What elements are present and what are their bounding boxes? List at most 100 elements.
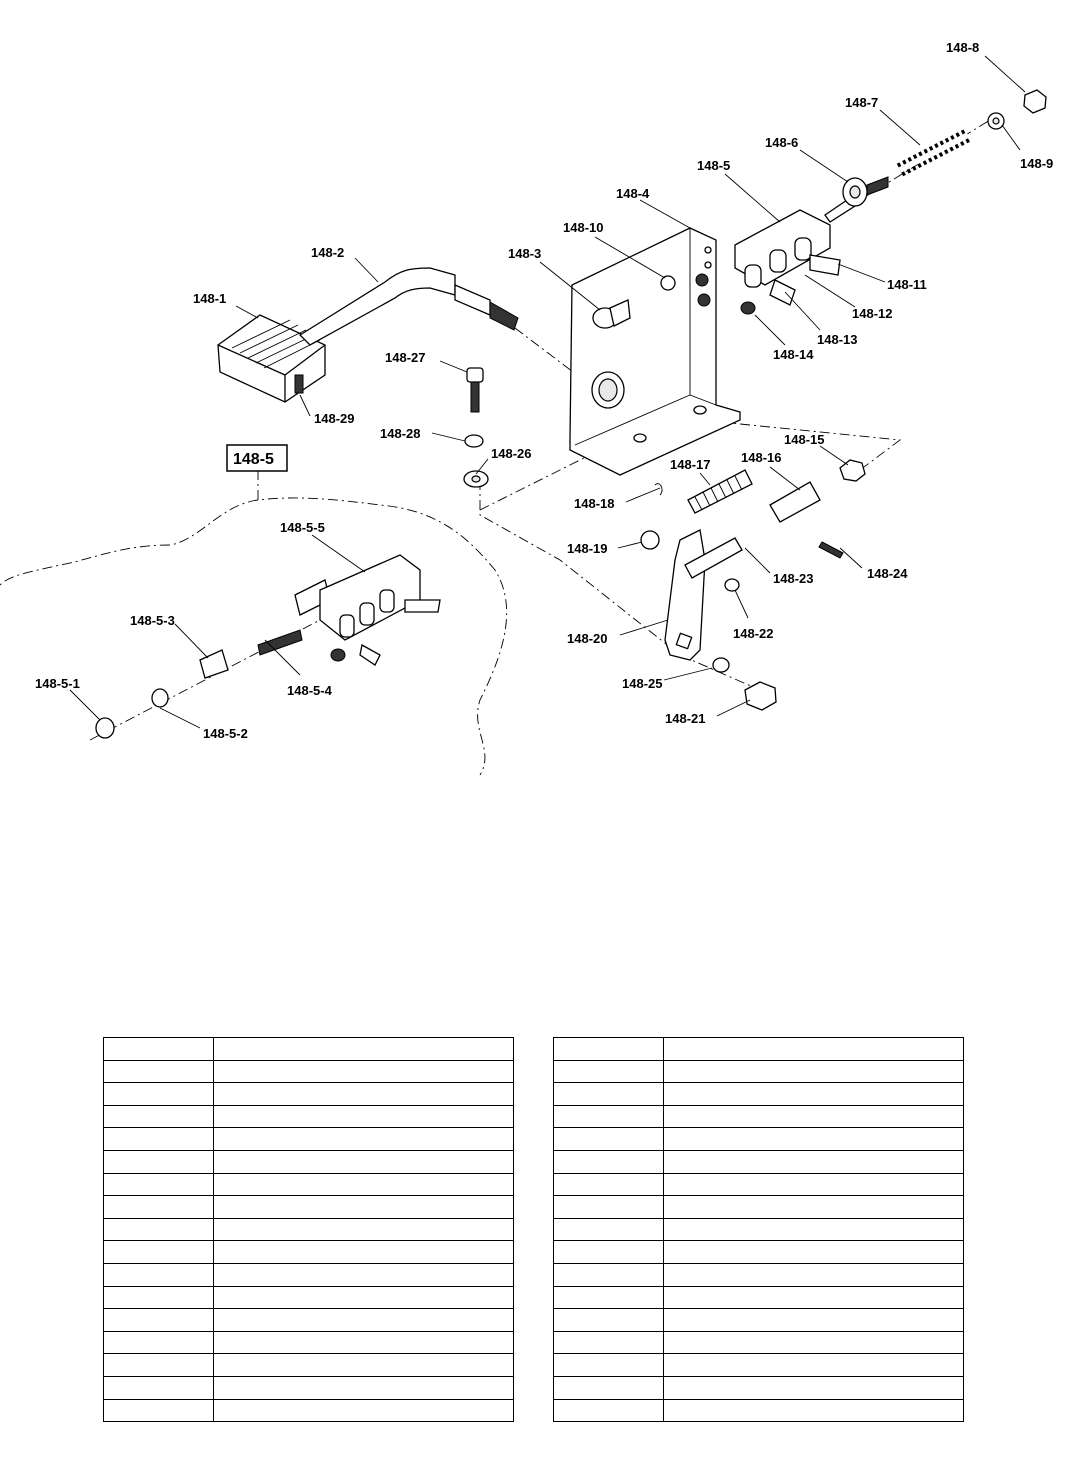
table-cell-no bbox=[103, 1217, 214, 1242]
parts-table-left-body bbox=[103, 1037, 514, 1423]
table-cell-no bbox=[553, 1308, 664, 1332]
table-cell-desc bbox=[213, 1262, 514, 1287]
table-cell-no bbox=[103, 1285, 214, 1310]
callout-148-20: 148-20 bbox=[567, 631, 607, 646]
callout-148-5-2: 148-5-2 bbox=[203, 726, 248, 741]
table-cell-desc bbox=[663, 1285, 964, 1310]
axis-lever bbox=[479, 480, 761, 691]
table-cell-no bbox=[103, 1308, 214, 1332]
table-row bbox=[553, 1059, 964, 1084]
table-cell-desc bbox=[213, 1082, 514, 1106]
table-row bbox=[103, 1217, 514, 1242]
nut-part-148-15 bbox=[839, 459, 866, 482]
spring-part-148-17 bbox=[687, 469, 753, 514]
table-cell-no bbox=[103, 1082, 214, 1106]
table-cell-no bbox=[103, 1037, 214, 1061]
callout-148-22: 148-22 bbox=[733, 626, 773, 641]
table-cell-desc bbox=[663, 1172, 964, 1197]
table-row bbox=[553, 1285, 964, 1310]
table-cell-no bbox=[103, 1195, 214, 1219]
table-row bbox=[553, 1330, 964, 1355]
exploded-parts-diagram: 148-1 148-2 148-3 148-4 148-5 148-6 148-… bbox=[0, 40, 1053, 776]
table-row bbox=[103, 1240, 514, 1264]
table-cell-desc bbox=[213, 1195, 514, 1219]
table-cell-no bbox=[553, 1195, 664, 1219]
shaft-part bbox=[824, 176, 889, 223]
table-cell-desc bbox=[663, 1308, 964, 1332]
table-row bbox=[103, 1127, 514, 1151]
table-cell-no bbox=[553, 1398, 664, 1423]
callout-148-18: 148-18 bbox=[574, 496, 614, 511]
table-cell-no bbox=[553, 1172, 664, 1197]
table-cell-desc bbox=[663, 1149, 964, 1174]
sub-assembly-valve bbox=[257, 554, 441, 666]
table-row bbox=[103, 1375, 514, 1400]
spring-part bbox=[896, 128, 972, 177]
table-cell-no bbox=[553, 1330, 664, 1355]
callout-148-23: 148-23 bbox=[773, 571, 813, 586]
pedal-arm-part bbox=[298, 267, 519, 346]
table-cell-desc bbox=[663, 1240, 964, 1264]
callout-148-8: 148-8 bbox=[946, 40, 979, 55]
table-row bbox=[553, 1217, 964, 1242]
pin-part-148-24 bbox=[818, 541, 844, 559]
callout-148-9: 148-9 bbox=[1020, 156, 1053, 171]
callout-148-15: 148-15 bbox=[784, 432, 824, 447]
parts-table-right bbox=[553, 1037, 964, 1423]
table-cell-desc bbox=[213, 1127, 514, 1151]
table-cell-desc bbox=[663, 1262, 964, 1287]
table-cell-no bbox=[553, 1149, 664, 1174]
parts-table-right-body bbox=[553, 1037, 964, 1423]
screw-part-148-27 bbox=[466, 367, 484, 383]
callout-148-5: 148-5 bbox=[697, 158, 730, 173]
table-row bbox=[103, 1262, 514, 1287]
callout-148-17: 148-17 bbox=[670, 457, 710, 472]
washer-part-148-5-2 bbox=[151, 688, 169, 708]
table-row bbox=[103, 1149, 514, 1174]
table-cell-desc bbox=[213, 1285, 514, 1310]
table-cell-no bbox=[103, 1353, 214, 1377]
callout-148-5-3: 148-5-3 bbox=[130, 613, 175, 628]
callout-148-21: 148-21 bbox=[665, 711, 705, 726]
callout-148-7: 148-7 bbox=[845, 95, 878, 110]
table-row bbox=[553, 1398, 964, 1423]
table-cell-no bbox=[103, 1398, 214, 1423]
table-row bbox=[553, 1172, 964, 1197]
table-row bbox=[103, 1195, 514, 1219]
callout-148-5-1: 148-5-1 bbox=[35, 676, 80, 691]
callout-148-4: 148-4 bbox=[616, 186, 650, 201]
table-row bbox=[553, 1195, 964, 1219]
table-cell-no bbox=[553, 1375, 664, 1400]
table-row bbox=[553, 1127, 964, 1151]
table-row bbox=[553, 1104, 964, 1129]
table-cell-desc bbox=[213, 1353, 514, 1377]
table-cell-no bbox=[553, 1217, 664, 1242]
callout-148-12: 148-12 bbox=[852, 306, 892, 321]
nut-part-148-21 bbox=[744, 681, 777, 711]
table-cell-no bbox=[103, 1104, 214, 1129]
bolt-part bbox=[592, 299, 631, 329]
callout-148-2: 148-2 bbox=[311, 245, 344, 260]
table-row bbox=[103, 1082, 514, 1106]
pin-part-148-19 bbox=[640, 530, 660, 550]
callout-148-1: 148-1 bbox=[193, 291, 226, 306]
callout-148-5-5: 148-5-5 bbox=[280, 520, 325, 535]
table-cell-desc bbox=[663, 1082, 964, 1106]
bracket-part bbox=[569, 227, 741, 476]
table-cell-desc bbox=[213, 1059, 514, 1084]
callout-148-19: 148-19 bbox=[567, 541, 607, 556]
table-cell-no bbox=[553, 1059, 664, 1084]
callout-148-26: 148-26 bbox=[491, 446, 531, 461]
table-row bbox=[103, 1059, 514, 1084]
pedal-part bbox=[217, 314, 326, 403]
callout-148-29: 148-29 bbox=[314, 411, 354, 426]
table-row bbox=[553, 1353, 964, 1377]
table-cell-desc bbox=[663, 1375, 964, 1400]
sub-assembly-label-box bbox=[226, 444, 288, 472]
table-row bbox=[553, 1262, 964, 1287]
parts-table-left bbox=[103, 1037, 514, 1423]
callout-148-24: 148-24 bbox=[867, 566, 908, 581]
sub-assembly-label: 148-5 bbox=[233, 451, 274, 468]
washer-part-148-5-1 bbox=[95, 717, 115, 739]
table-row bbox=[103, 1104, 514, 1129]
